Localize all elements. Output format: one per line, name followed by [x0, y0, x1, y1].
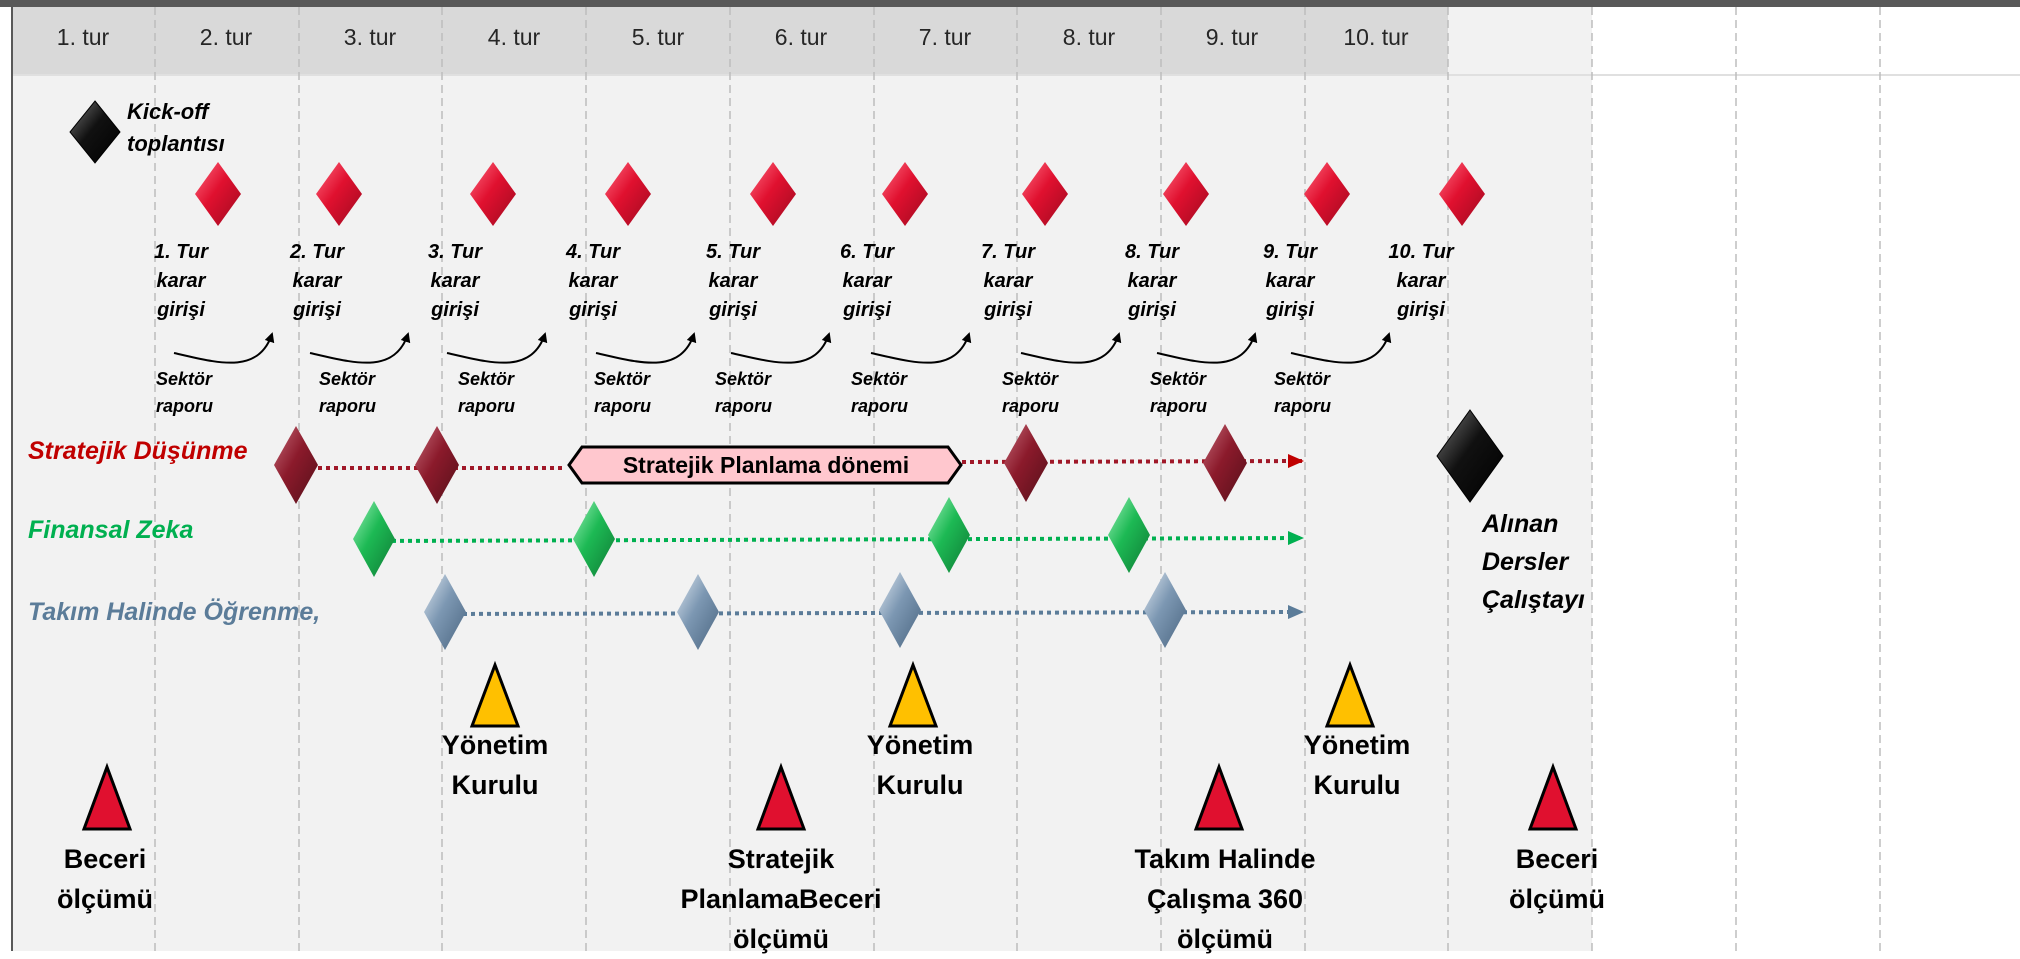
- round-label: 1. tur: [56, 24, 110, 50]
- decision-diamonds: [195, 162, 1485, 226]
- track-label-strategic-thinking: Stratejik Düşünme: [28, 437, 248, 465]
- round-label: 8. tur: [1062, 24, 1116, 50]
- round-label: 7. tur: [918, 24, 972, 50]
- measurement-triangle: [1527, 762, 1579, 831]
- lessons-workshop-diamond: [1436, 409, 1504, 503]
- kickoff-diamond: [69, 100, 121, 164]
- measurement-triangle: [755, 762, 807, 831]
- board-meeting-triangles: [469, 660, 1376, 728]
- board-triangle: [887, 660, 939, 728]
- lessons-workshop-label: Alınan Dersler Çalıştayı: [1482, 510, 1585, 614]
- measurement-triangles: [81, 762, 1579, 831]
- decision-diamond: [1022, 162, 1068, 226]
- round-label: 4. tur: [487, 24, 541, 50]
- decision-diamond: [882, 162, 928, 226]
- decision-diamond: [195, 162, 241, 226]
- decision-diamond: [316, 162, 362, 226]
- round-label: 10. tur: [1343, 24, 1409, 50]
- team-marker: [677, 574, 719, 650]
- strategic-marker: [1004, 424, 1048, 502]
- team-learning-track: [424, 572, 1304, 650]
- financial-marker: [1108, 497, 1150, 573]
- round-label: 6. tur: [774, 24, 828, 50]
- kickoff-label: Kick-off toplantısı: [127, 99, 225, 156]
- round-label: 5. tur: [631, 24, 685, 50]
- board-triangle: [1324, 660, 1376, 728]
- decision-diamond: [605, 162, 651, 226]
- measurement-triangle: [81, 762, 133, 831]
- board-triangle: [469, 660, 521, 728]
- financial-marker: [928, 497, 970, 573]
- team-marker: [879, 572, 921, 648]
- round-label: 9. tur: [1205, 24, 1259, 50]
- decision-diamond: [1304, 162, 1350, 226]
- strategic-marker: [274, 426, 318, 504]
- track-label-team-learning: Takım Halinde Öğrenme,: [28, 598, 321, 626]
- decision-diamond: [1439, 162, 1485, 226]
- strategic-planning-period: [567, 445, 963, 485]
- strategic-marker: [1203, 424, 1247, 502]
- financial-marker: [573, 501, 615, 577]
- sector-report-arrows: [173, 332, 1392, 364]
- strategic-thinking-track: [274, 424, 1304, 504]
- financial-intelligence-track: [353, 497, 1304, 577]
- decision-diamond: [1163, 162, 1209, 226]
- financial-marker: [353, 501, 395, 577]
- measurement-triangle: [1193, 762, 1245, 831]
- round-label: 2. tur: [199, 24, 253, 50]
- strategic-period-label: Stratejik Planlama dönemi: [622, 452, 910, 478]
- strategic-marker: [415, 426, 459, 504]
- decision-diamond: [470, 162, 516, 226]
- decision-diamond: [750, 162, 796, 226]
- team-marker: [424, 574, 466, 650]
- team-marker: [1144, 572, 1186, 648]
- top-bar: [0, 0, 2020, 7]
- track-label-financial-intelligence: Finansal Zeka: [28, 516, 194, 544]
- round-label: 3. tur: [343, 24, 397, 50]
